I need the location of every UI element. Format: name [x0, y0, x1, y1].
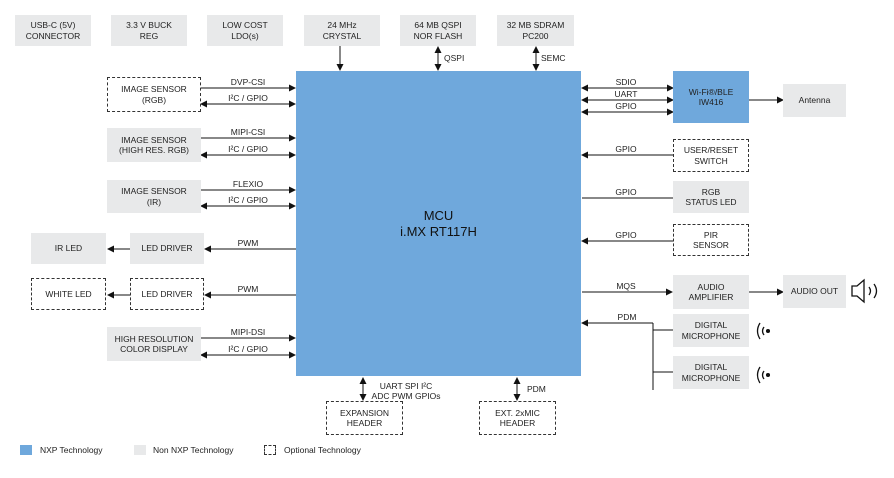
pwm-label-1: PWM — [237, 238, 259, 248]
gpio-wifi-label: GPIO — [615, 101, 637, 111]
pdm-label: PDM — [617, 312, 637, 322]
image-sensor-rgb-block: IMAGE SENSOR (RGB) — [107, 77, 201, 112]
gpio-led-label: GPIO — [615, 187, 637, 197]
mcu-block: MCU i.MX RT117H — [296, 71, 581, 376]
ext-mic-header-block: EXT. 2xMIC HEADER — [479, 401, 556, 435]
mcu-part-number: i.MX RT117H — [400, 223, 477, 239]
ldo-block: LOW COST LDO(s) — [207, 15, 283, 46]
legend-label-nxp: NXP Technology — [40, 445, 103, 455]
pir-sensor-block: PIR SENSOR — [673, 224, 749, 256]
usb-c-connector-block: USB-C (5V) CONNECTOR — [15, 15, 91, 46]
qspi-label: QSPI — [444, 53, 465, 63]
wifi-ble-block: Wi-Fi®/BLE IW416 — [673, 71, 749, 123]
audio-out-block: AUDIO OUT — [783, 275, 846, 308]
buck-regulator-block: 3.3 V BUCK REG — [111, 15, 187, 46]
legend-label-non-nxp: Non NXP Technology — [153, 445, 234, 455]
pdm-ext-label: PDM — [527, 384, 546, 394]
digital-microphone-block-2: DIGITAL MICROPHONE — [673, 356, 749, 389]
image-sensor-ir-block: IMAGE SENSOR (IR) — [107, 180, 201, 213]
antenna-block: Antenna — [783, 84, 846, 117]
pwm-label-2: PWM — [237, 284, 259, 294]
sdram-block: 32 MB SDRAM PC200 — [497, 15, 574, 46]
sdio-label: SDIO — [615, 77, 637, 87]
i2c-gpio-label-2: I²C / GPIO — [228, 144, 268, 154]
legend-swatch-non-nxp — [134, 445, 146, 455]
legend-label-optional: Optional Technology — [284, 445, 361, 455]
mcu-title: MCU — [423, 207, 454, 223]
image-sensor-high-res-block: IMAGE SENSOR (HIGH RES. RGB) — [107, 128, 201, 162]
color-display-block: HIGH RESOLUTION COLOR DISPLAY — [107, 327, 201, 361]
flexio-label: FLEXIO — [232, 179, 264, 189]
mqs-label: MQS — [616, 281, 636, 291]
qspi-flash-block: 64 MB QSPI NOR FLASH — [400, 15, 476, 46]
dvp-csi-label: DVP-CSI — [230, 77, 266, 87]
mic-sound-icon-2 — [756, 366, 771, 384]
led-driver-block-2: LED DRIVER — [130, 278, 204, 310]
i2c-gpio-label-1: I²C / GPIO — [228, 93, 268, 103]
legend-swatch-optional — [264, 445, 276, 455]
i2c-gpio-label-4: I²C / GPIO — [228, 344, 268, 354]
gpio-switch-label: GPIO — [615, 144, 637, 154]
i2c-gpio-label-3: I²C / GPIO — [228, 195, 268, 205]
speaker-icon — [851, 278, 878, 304]
legend-swatch-nxp — [20, 445, 32, 455]
rgb-status-led-block: RGB STATUS LED — [673, 181, 749, 213]
led-driver-block-1: LED DRIVER — [130, 233, 204, 264]
mic-sound-icon-1 — [756, 322, 771, 340]
crystal-block: 24 MHz CRYSTAL — [304, 15, 380, 46]
mipi-csi-label: MIPI-CSI — [230, 127, 266, 137]
expansion-bus-label: UART SPI I²C ADC PWM GPIOs — [371, 381, 441, 401]
audio-amplifier-block: AUDIO AMPLIFIER — [673, 275, 749, 309]
ir-led-block: IR LED — [31, 233, 106, 264]
uart-label: UART — [614, 89, 638, 99]
semc-label: SEMC — [541, 53, 566, 63]
gpio-pir-label: GPIO — [615, 230, 637, 240]
expansion-header-block: EXPANSION HEADER — [326, 401, 403, 435]
user-reset-switch-block: USER/RESET SWITCH — [673, 139, 749, 172]
white-led-block: WHITE LED — [31, 278, 106, 310]
mipi-dsi-label: MIPI-DSI — [230, 327, 266, 337]
digital-microphone-block-1: DIGITAL MICROPHONE — [673, 314, 749, 347]
